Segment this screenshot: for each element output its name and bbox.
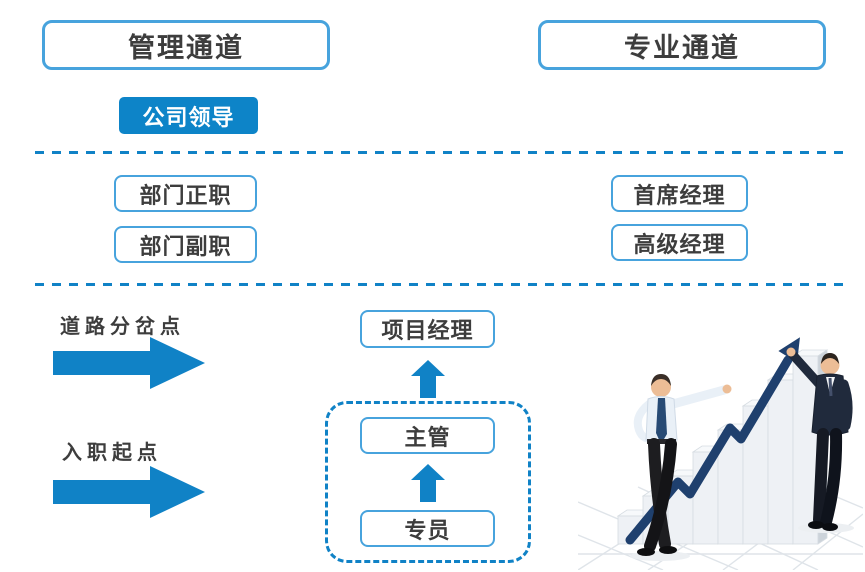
entry-zone-dashed-box	[325, 401, 531, 563]
entry-point-label: 入职起点	[62, 442, 162, 464]
up-arrow-icon	[411, 464, 445, 502]
senior-manager-box: 高级经理	[611, 224, 748, 261]
businessman-left	[630, 374, 732, 561]
up-arrow-icon	[411, 360, 445, 398]
fork-right-arrow-icon	[53, 337, 205, 389]
divider-middle	[35, 283, 850, 286]
divider-top	[35, 151, 850, 154]
fork-point-label: 道路分岔点	[60, 316, 185, 338]
management-channel-header: 管理通道	[42, 20, 330, 70]
project-manager-box: 项目经理	[360, 310, 495, 348]
specialist-box: 专员	[360, 510, 495, 547]
dept-head-box: 部门正职	[114, 175, 257, 212]
company-leader-badge: 公司领导	[119, 97, 258, 134]
entry-right-arrow-icon	[53, 466, 205, 518]
supervisor-box: 主管	[360, 417, 495, 454]
businessmen-growth-chart-illustration	[578, 337, 863, 570]
chief-manager-box: 首席经理	[611, 175, 748, 212]
dept-deputy-box: 部门副职	[114, 226, 257, 263]
professional-channel-header: 专业通道	[538, 20, 826, 70]
businessman-right	[786, 347, 854, 533]
